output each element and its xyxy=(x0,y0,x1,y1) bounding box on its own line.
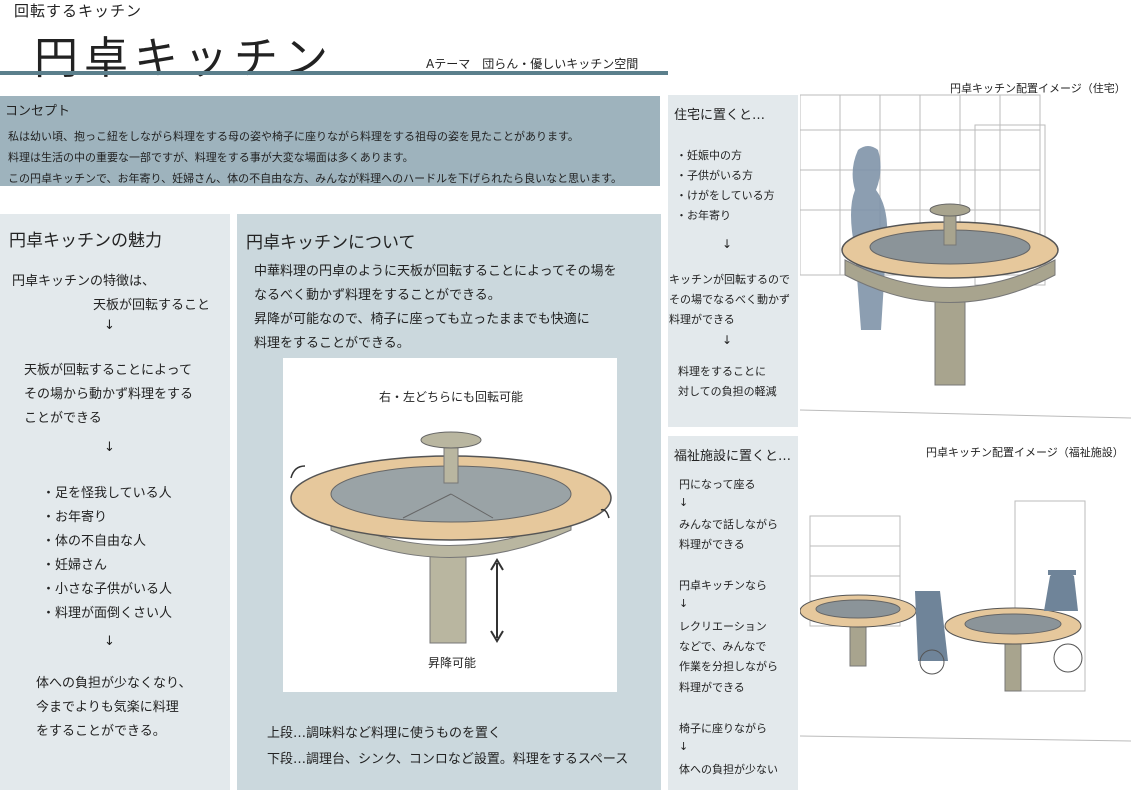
round-kitchen-drawing xyxy=(290,431,612,644)
appeal-result: 体への負担が少なくなり、 xyxy=(36,676,192,691)
home-body: キッチンが回転するので xyxy=(669,273,790,286)
arrow-down: ↓ xyxy=(722,333,733,347)
appeal-body: ことができる xyxy=(24,411,102,426)
home-item: ・けがをしている方 xyxy=(676,189,775,202)
appeal-result: をすることができる。 xyxy=(36,724,166,739)
home-image-caption: 円卓キッチン配置イメージ（住宅） xyxy=(950,82,1126,95)
arrow-down: ↓ xyxy=(104,318,115,333)
arrow-down: ↓ xyxy=(722,237,733,251)
about-heading: 円卓キッチンについて xyxy=(246,233,416,253)
home-item: ・妊娠中の方 xyxy=(676,149,742,162)
welfare-line: 作業を分担しながら xyxy=(679,660,778,673)
welfare-line: ↓ xyxy=(679,740,689,753)
home-body: その場でなるべく動かず xyxy=(669,293,790,306)
home-result: 対しての負担の軽減 xyxy=(678,385,777,398)
arrow-down: ↓ xyxy=(104,440,115,455)
welfare-heading: 福祉施設に置くと… xyxy=(674,449,792,464)
appeal-intro: 天板が回転すること xyxy=(93,298,211,313)
kitchen-illustration: 右・左どちらにも回転可能 昇降可能 xyxy=(283,358,617,692)
rotate-label: 右・左どちらにも回転可能 xyxy=(379,390,524,404)
home-section: 住宅に置くと… ・妊娠中の方 ・子供がいる方 ・けがをしている方 ・お年寄り ↓… xyxy=(668,95,798,427)
welfare-line: ↓ xyxy=(679,496,689,509)
theme-label: Aテーマ 団らん・優しいキッチン空間 xyxy=(426,57,639,71)
appeal-body: その場から動かず料理をする xyxy=(24,387,194,402)
lift-label: 昇降可能 xyxy=(428,656,477,670)
home-body: 料理ができる xyxy=(669,313,735,326)
appeal-item: ・妊婦さん xyxy=(42,558,108,573)
upper-tier-note: 上段…調味料など料理に使うものを置く xyxy=(267,726,502,741)
lower-tier-note: 下段…調理台、シンク、コンロなど設置。料理をするスペース xyxy=(267,752,629,767)
page-subtitle: 回転するキッチン xyxy=(14,2,143,20)
welfare-line: 料理ができる xyxy=(679,538,745,551)
home-result: 料理をすることに xyxy=(678,365,766,378)
welfare-section: 福祉施設に置くと… 円になって座る ↓ みんなで話しながら 料理ができる 円卓キ… xyxy=(668,436,798,790)
concept-line: この円卓キッチンで、お年寄り、妊婦さん、体の不自由な方、みんなが料理へのハードル… xyxy=(8,172,623,185)
welfare-line: 椅子に座りながら xyxy=(679,722,767,735)
appeal-item: ・お年寄り xyxy=(42,510,108,525)
about-line: 中華料理の円卓のように天板が回転することによってその場を xyxy=(254,264,617,279)
welfare-line: 円卓キッチンなら xyxy=(679,579,767,592)
welfare-line: みんなで話しながら xyxy=(679,518,778,531)
welfare-line: 円になって座る xyxy=(679,478,756,491)
welfare-line: 体への負担が少ない xyxy=(679,763,778,776)
appeal-item: ・体の不自由な人 xyxy=(42,534,147,549)
appeal-intro: 円卓キッチンの特徴は、 xyxy=(12,274,156,289)
welfare-line: レクリエーション xyxy=(679,620,767,633)
welfare-line: 料理ができる xyxy=(679,681,745,694)
about-line: 料理をすることができる。 xyxy=(254,336,410,351)
welfare-line: などで、みんなで xyxy=(679,640,767,653)
appeal-section: 円卓キッチンの魅力 円卓キッチンの特徴は、 天板が回転すること ↓ 天板が回転す… xyxy=(0,214,230,790)
appeal-heading: 円卓キッチンの魅力 xyxy=(9,231,162,251)
concept-section: コンセプト 私は幼い頃、抱っこ紐をしながら料理をする母の姿や椅子に座りながら料理… xyxy=(0,96,660,186)
title-underline xyxy=(0,71,668,75)
home-item: ・子供がいる方 xyxy=(676,169,753,182)
home-scene-sketch xyxy=(800,94,1131,419)
welfare-image-caption: 円卓キッチン配置イメージ（福祉施設） xyxy=(926,446,1124,459)
page-title: 円卓キッチン xyxy=(34,33,334,84)
appeal-item: ・足を怪我している人 xyxy=(42,486,172,501)
about-line: 昇降が可能なので、椅子に座っても立ったままでも快適に xyxy=(254,312,590,327)
concept-line: 料理は生活の中の重要な一部ですが、料理をする事が大変な場面は多くあります。 xyxy=(8,151,414,164)
home-item: ・お年寄り xyxy=(676,209,731,222)
welfare-line: ↓ xyxy=(679,597,689,610)
concept-heading: コンセプト xyxy=(5,104,71,119)
appeal-result: 今までよりも気楽に料理 xyxy=(36,700,179,715)
appeal-item: ・料理が面倒くさい人 xyxy=(42,606,173,621)
home-heading: 住宅に置くと… xyxy=(674,108,766,123)
welfare-scene-sketch xyxy=(800,500,1131,742)
concept-line: 私は幼い頃、抱っこ紐をしながら料理をする母の姿や椅子に座りながら料理をする祖母の… xyxy=(8,130,579,143)
appeal-item: ・小さな子供がいる人 xyxy=(42,582,173,597)
appeal-body: 天板が回転することによって xyxy=(24,363,192,378)
about-line: なるべく動かず料理をすることができる。 xyxy=(254,288,501,303)
arrow-down: ↓ xyxy=(104,634,115,649)
